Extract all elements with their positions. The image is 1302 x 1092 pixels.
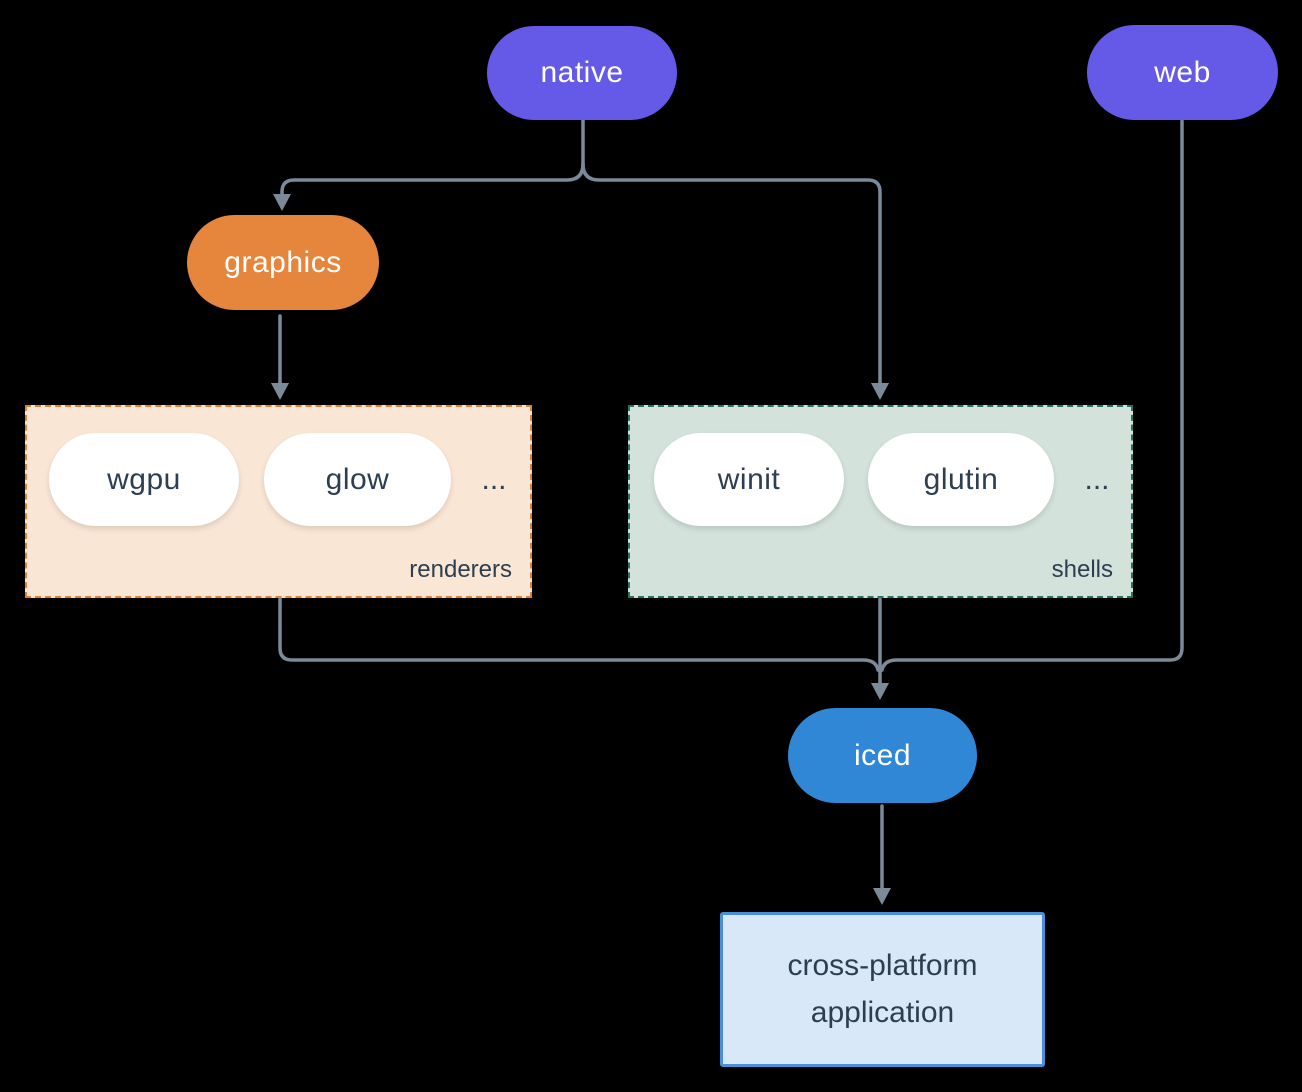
renderers-more-ellipsis: ... bbox=[481, 462, 507, 496]
node-iced-label: iced bbox=[853, 738, 912, 772]
node-graphics-label: graphics bbox=[224, 245, 342, 279]
node-glutin-label: glutin bbox=[923, 462, 999, 496]
group-renderers: wgpu glow ... renderers bbox=[25, 405, 532, 598]
group-shells: winit glutin ... shells bbox=[628, 405, 1133, 598]
shells-more-ellipsis: ... bbox=[1084, 462, 1110, 496]
shells-group-label: shells bbox=[1051, 556, 1113, 583]
edge-native-to-shells bbox=[581, 162, 882, 387]
arrowhead-into-shells bbox=[871, 383, 889, 400]
node-graphics: graphics bbox=[187, 215, 379, 310]
edge-renderers-to-iced bbox=[278, 597, 880, 672]
node-cross-platform-application-label: cross-platform application bbox=[787, 949, 978, 1029]
arrowhead-into-app bbox=[873, 888, 891, 905]
edge-native-to-graphics bbox=[280, 162, 585, 198]
node-iced: iced bbox=[788, 708, 977, 803]
node-glutin: glutin bbox=[868, 433, 1054, 526]
arrowhead-into-iced bbox=[871, 683, 889, 700]
node-cross-platform-application: cross-platform application bbox=[720, 912, 1045, 1067]
edge-web-to-iced bbox=[880, 119, 1184, 672]
node-winit-label: winit bbox=[717, 462, 781, 496]
node-glow-label: glow bbox=[325, 462, 390, 496]
node-web-label: web bbox=[1154, 55, 1211, 89]
node-native: native bbox=[487, 26, 677, 120]
node-web: web bbox=[1087, 25, 1278, 120]
renderers-group-label: renderers bbox=[409, 556, 512, 583]
node-native-label: native bbox=[540, 56, 624, 89]
node-glow: glow bbox=[264, 433, 451, 526]
arrowhead-into-graphics bbox=[273, 194, 291, 211]
node-wgpu-label: wgpu bbox=[107, 462, 181, 496]
node-winit: winit bbox=[654, 433, 844, 526]
node-wgpu: wgpu bbox=[49, 433, 239, 526]
arrowhead-into-renderers bbox=[271, 383, 289, 400]
